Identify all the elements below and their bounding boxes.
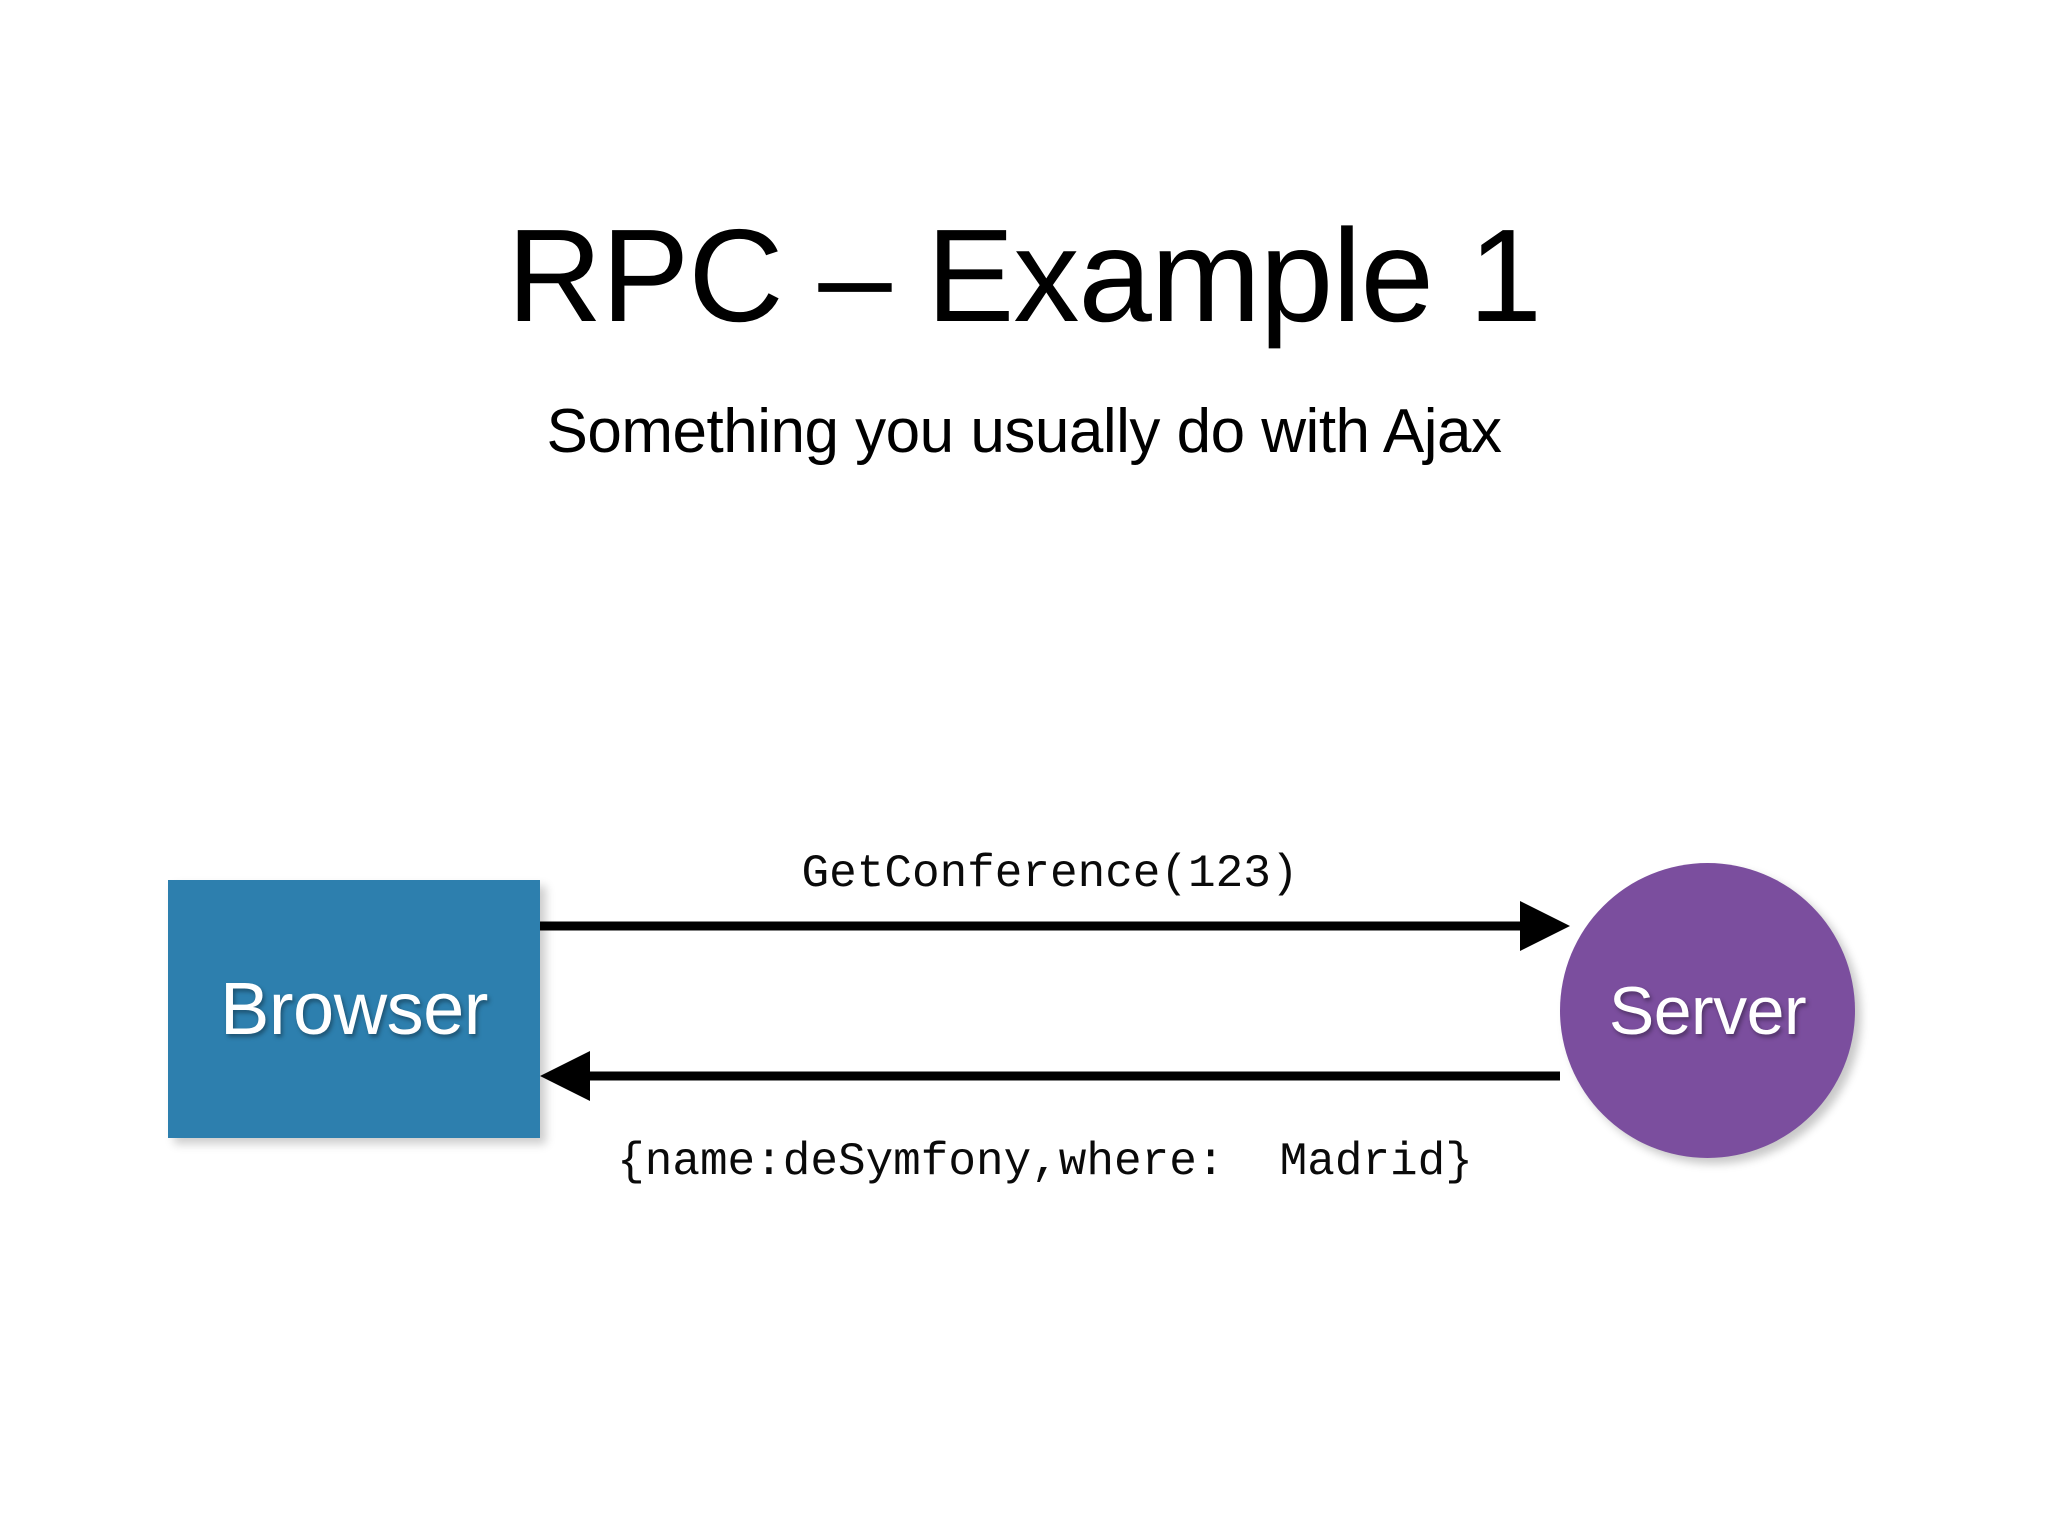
node-browser[interactable]: Browser [168,880,540,1138]
response-arrow [540,1051,1560,1101]
node-server[interactable]: Server [1560,863,1855,1158]
response-arrow-label: {name:deSymfony,where: Madrid} [617,1136,1473,1188]
request-arrow-label: GetConference(123) [801,848,1299,900]
node-browser-label: Browser [220,967,488,1050]
page-title: RPC – Example 1 [506,202,1542,350]
node-server-label: Server [1608,972,1807,1049]
request-arrow [537,901,1570,951]
page-subtitle: Something you usually do with Ajax [546,397,1502,467]
